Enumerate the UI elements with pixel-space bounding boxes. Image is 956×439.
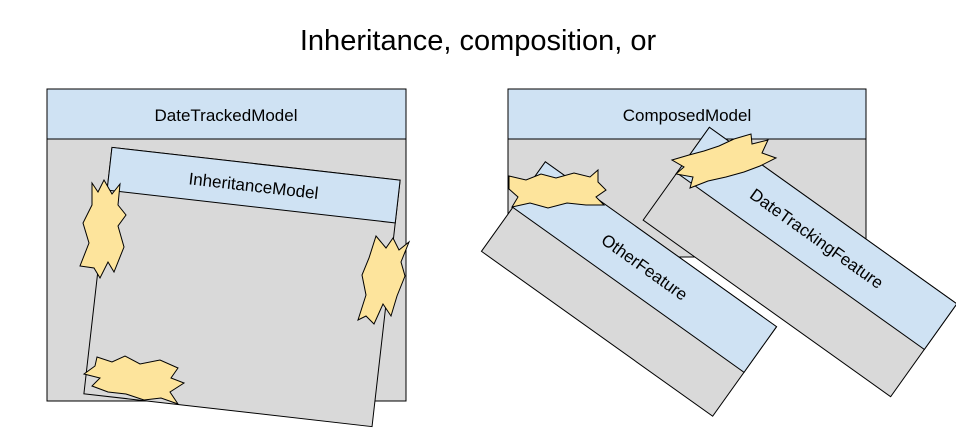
tape-date-tracking-feature bbox=[670, 133, 778, 189]
tape-other-feature bbox=[508, 168, 607, 209]
tape-left-edge bbox=[79, 178, 127, 280]
other-feature-box: OtherFeature bbox=[480, 161, 778, 417]
date-tracked-model-label: DateTrackedModel bbox=[155, 106, 298, 125]
composed-model-header bbox=[507, 88, 867, 140]
tape-right-edge bbox=[357, 234, 411, 325]
date-tracked-model-header bbox=[46, 88, 407, 140]
diagram-title: Inheritance, composition, or bbox=[300, 25, 657, 57]
date-tracking-feature-header bbox=[676, 126, 956, 351]
inheritance-model-header bbox=[106, 146, 401, 224]
date-tracking-feature-box: DateTrackingFeature bbox=[642, 126, 956, 398]
composed-model-label: ComposedModel bbox=[623, 106, 752, 125]
tape-bottom-edge bbox=[82, 355, 186, 405]
